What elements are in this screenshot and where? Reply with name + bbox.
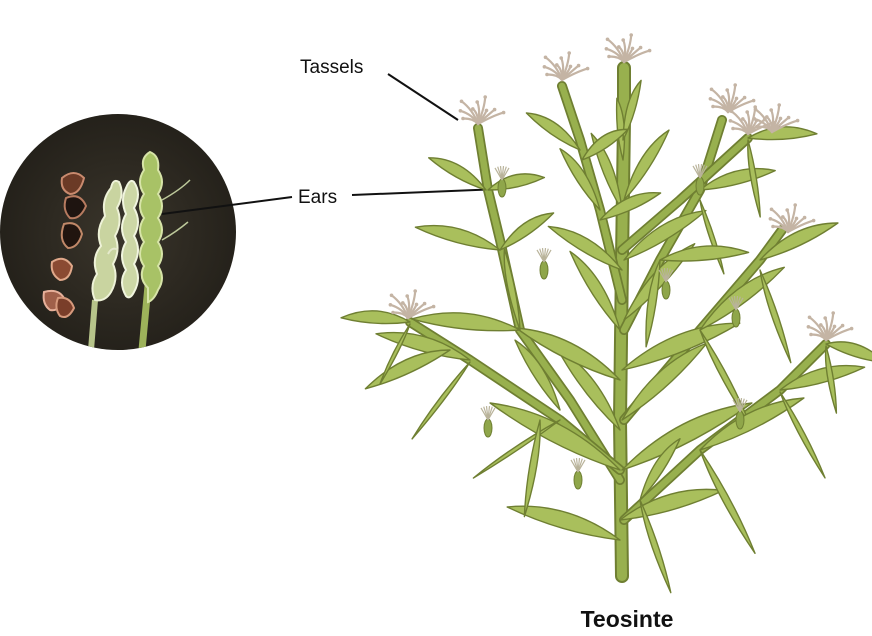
ear bbox=[732, 398, 748, 430]
teosinte-plant bbox=[340, 33, 872, 594]
tassel bbox=[388, 289, 436, 320]
ear-specimen-2 bbox=[107, 179, 139, 299]
ear bbox=[728, 296, 744, 328]
leaf bbox=[699, 167, 776, 191]
leaf bbox=[506, 505, 621, 541]
leaf bbox=[559, 148, 601, 211]
leaf bbox=[525, 112, 581, 151]
tassel bbox=[728, 105, 776, 136]
tassels-leader-line bbox=[387, 73, 459, 121]
leaf bbox=[623, 209, 707, 261]
leaf bbox=[523, 419, 541, 518]
ear-specimen-1 bbox=[88, 179, 123, 350]
leaf bbox=[779, 364, 866, 391]
leaf bbox=[599, 191, 662, 221]
leader-lines bbox=[161, 73, 501, 215]
leaf bbox=[411, 312, 521, 332]
leaf bbox=[824, 345, 838, 414]
leaf bbox=[699, 199, 725, 275]
leaf bbox=[411, 361, 471, 440]
leaf bbox=[489, 402, 621, 471]
ear bbox=[692, 164, 708, 196]
ears-leader-line-to-photo bbox=[161, 196, 293, 215]
leaf bbox=[547, 225, 623, 271]
ears-label: Ears bbox=[298, 187, 337, 208]
ear bbox=[494, 166, 510, 198]
leaf bbox=[747, 139, 761, 218]
leaf bbox=[569, 250, 621, 331]
leaf bbox=[487, 173, 546, 191]
leaf bbox=[414, 224, 501, 251]
tassels-label: Tassels bbox=[300, 57, 363, 78]
tassel bbox=[604, 33, 652, 64]
leaf bbox=[499, 212, 555, 251]
ears-leader-line-to-plant bbox=[351, 188, 501, 196]
ear bbox=[658, 268, 674, 300]
leaf bbox=[428, 157, 487, 191]
leaf bbox=[699, 449, 756, 554]
leaf bbox=[622, 79, 642, 141]
leaf bbox=[623, 129, 670, 201]
leaf bbox=[825, 341, 872, 362]
leaf bbox=[514, 339, 561, 411]
leaf bbox=[340, 310, 411, 325]
seed-casings bbox=[42, 172, 88, 318]
tassel bbox=[458, 95, 506, 126]
plant-leaves bbox=[340, 79, 872, 594]
leaf bbox=[503, 248, 521, 331]
leaf bbox=[759, 269, 792, 364]
leaf bbox=[779, 391, 826, 479]
photo-background bbox=[0, 114, 236, 350]
tassel bbox=[806, 311, 854, 342]
ear bbox=[570, 458, 586, 490]
ear-specimen-3 bbox=[138, 150, 191, 350]
leaf bbox=[364, 349, 451, 390]
plant-title: Teosinte bbox=[581, 606, 674, 632]
leaf bbox=[379, 323, 411, 385]
leaf bbox=[645, 259, 661, 348]
stem-fill bbox=[618, 134, 752, 254]
plant-tassels bbox=[388, 33, 854, 342]
leaf bbox=[659, 245, 750, 262]
tassel bbox=[768, 203, 816, 234]
ear bbox=[536, 248, 552, 280]
tassel bbox=[708, 83, 756, 114]
leaf bbox=[759, 222, 839, 261]
stem-fill bbox=[558, 82, 626, 304]
tassel bbox=[542, 51, 590, 82]
leaf bbox=[581, 128, 629, 161]
ear-photo-inset bbox=[0, 114, 236, 350]
ear bbox=[480, 406, 496, 438]
leaf bbox=[639, 499, 672, 594]
leaf bbox=[639, 438, 681, 501]
plant-ears bbox=[480, 164, 748, 490]
leaf bbox=[699, 397, 805, 451]
